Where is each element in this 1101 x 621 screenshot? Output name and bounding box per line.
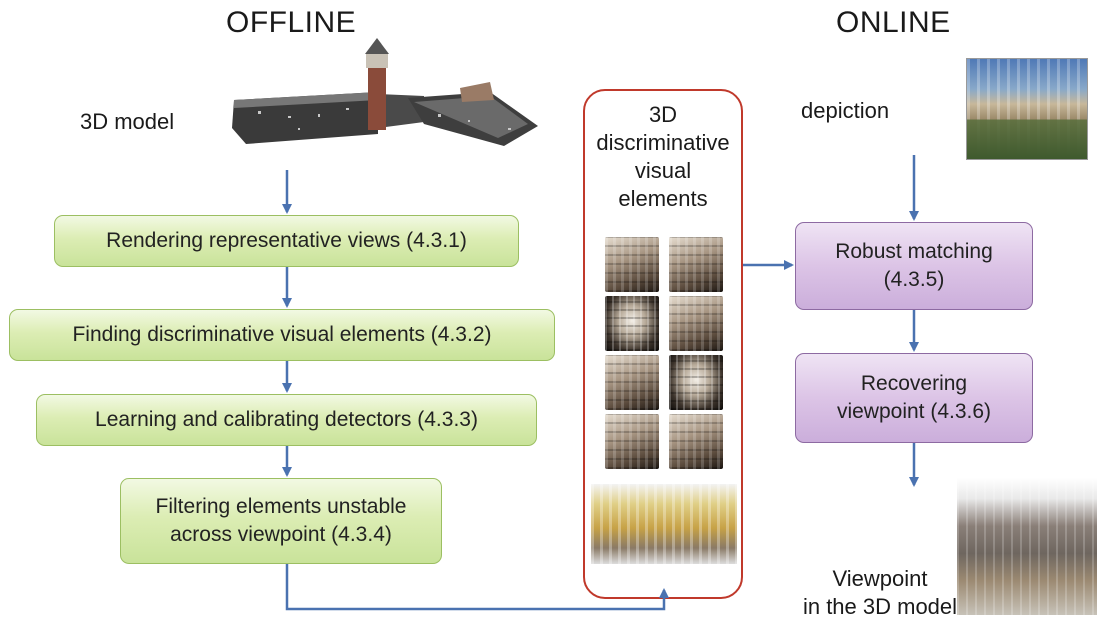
- element-thumbnail: [605, 355, 659, 410]
- online-step-recovering-viewpoint-line-2: viewpoint (4.3.6): [836, 400, 992, 423]
- online-step-robust-matching-line-2: (4.3.5): [883, 268, 945, 291]
- point-cloud-model-image: [232, 38, 538, 146]
- offline-step-learning-text: Learning and calibrating detectors (4.3.…: [95, 408, 478, 431]
- online-step-robust-matching-line-1: Robust matching: [835, 240, 993, 263]
- offline-step-filtering-line-1: Filtering elements unstable: [155, 495, 407, 518]
- element-thumbnail: [669, 296, 723, 351]
- arrow-filtering-to-elements: [285, 564, 669, 611]
- offline-step-finding-text: Finding discriminative visual elements (…: [72, 323, 492, 346]
- offline-step-finding: Finding discriminative visual elements (…: [9, 309, 555, 361]
- viewpoint-label-line-1: Viewpoint: [832, 566, 928, 591]
- offline-step-filtering: Filtering elements unstable across viewp…: [120, 478, 442, 564]
- element-thumbnail: [605, 296, 659, 351]
- element-thumbnail: [605, 237, 659, 292]
- offline-step-rendering-text: Rendering representative views (4.3.1): [106, 229, 467, 252]
- elements-label-line-1: 3D: [648, 102, 678, 127]
- model-label: 3D model: [80, 109, 175, 134]
- online-step-robust-matching: Robust matching (4.3.5): [795, 222, 1033, 310]
- viewpoint-result-image: [957, 478, 1097, 615]
- element-thumbnail: [669, 355, 723, 410]
- online-heading: ONLINE: [836, 6, 951, 39]
- online-step-recovering-viewpoint: Recovering viewpoint (4.3.6): [795, 353, 1033, 443]
- discriminative-elements-panel: 3D discriminative visual elements: [583, 89, 743, 599]
- elements-label-line-2: discriminative: [596, 130, 730, 155]
- element-thumbnail: [669, 237, 723, 292]
- offline-step-filtering-line-2: across viewpoint (4.3.4): [170, 523, 392, 546]
- offline-step-rendering: Rendering representative views (4.3.1): [54, 215, 519, 267]
- element-thumbnail: [669, 414, 723, 469]
- offline-heading: OFFLINE: [226, 6, 357, 39]
- elements-label-line-4: elements: [618, 186, 708, 211]
- viewpoint-label: Viewpoint in the 3D model: [780, 565, 980, 621]
- rendered-view-image: [591, 484, 737, 564]
- elements-label: 3D discriminative visual elements: [585, 101, 741, 213]
- online-step-recovering-viewpoint-line-1: Recovering: [860, 372, 968, 395]
- depiction-label: depiction: [801, 98, 890, 123]
- depiction-painting-image: [966, 58, 1088, 160]
- element-thumbnail: [605, 414, 659, 469]
- offline-step-learning: Learning and calibrating detectors (4.3.…: [36, 394, 537, 446]
- elements-label-line-3: visual: [634, 158, 692, 183]
- viewpoint-label-line-2: in the 3D model: [802, 594, 958, 619]
